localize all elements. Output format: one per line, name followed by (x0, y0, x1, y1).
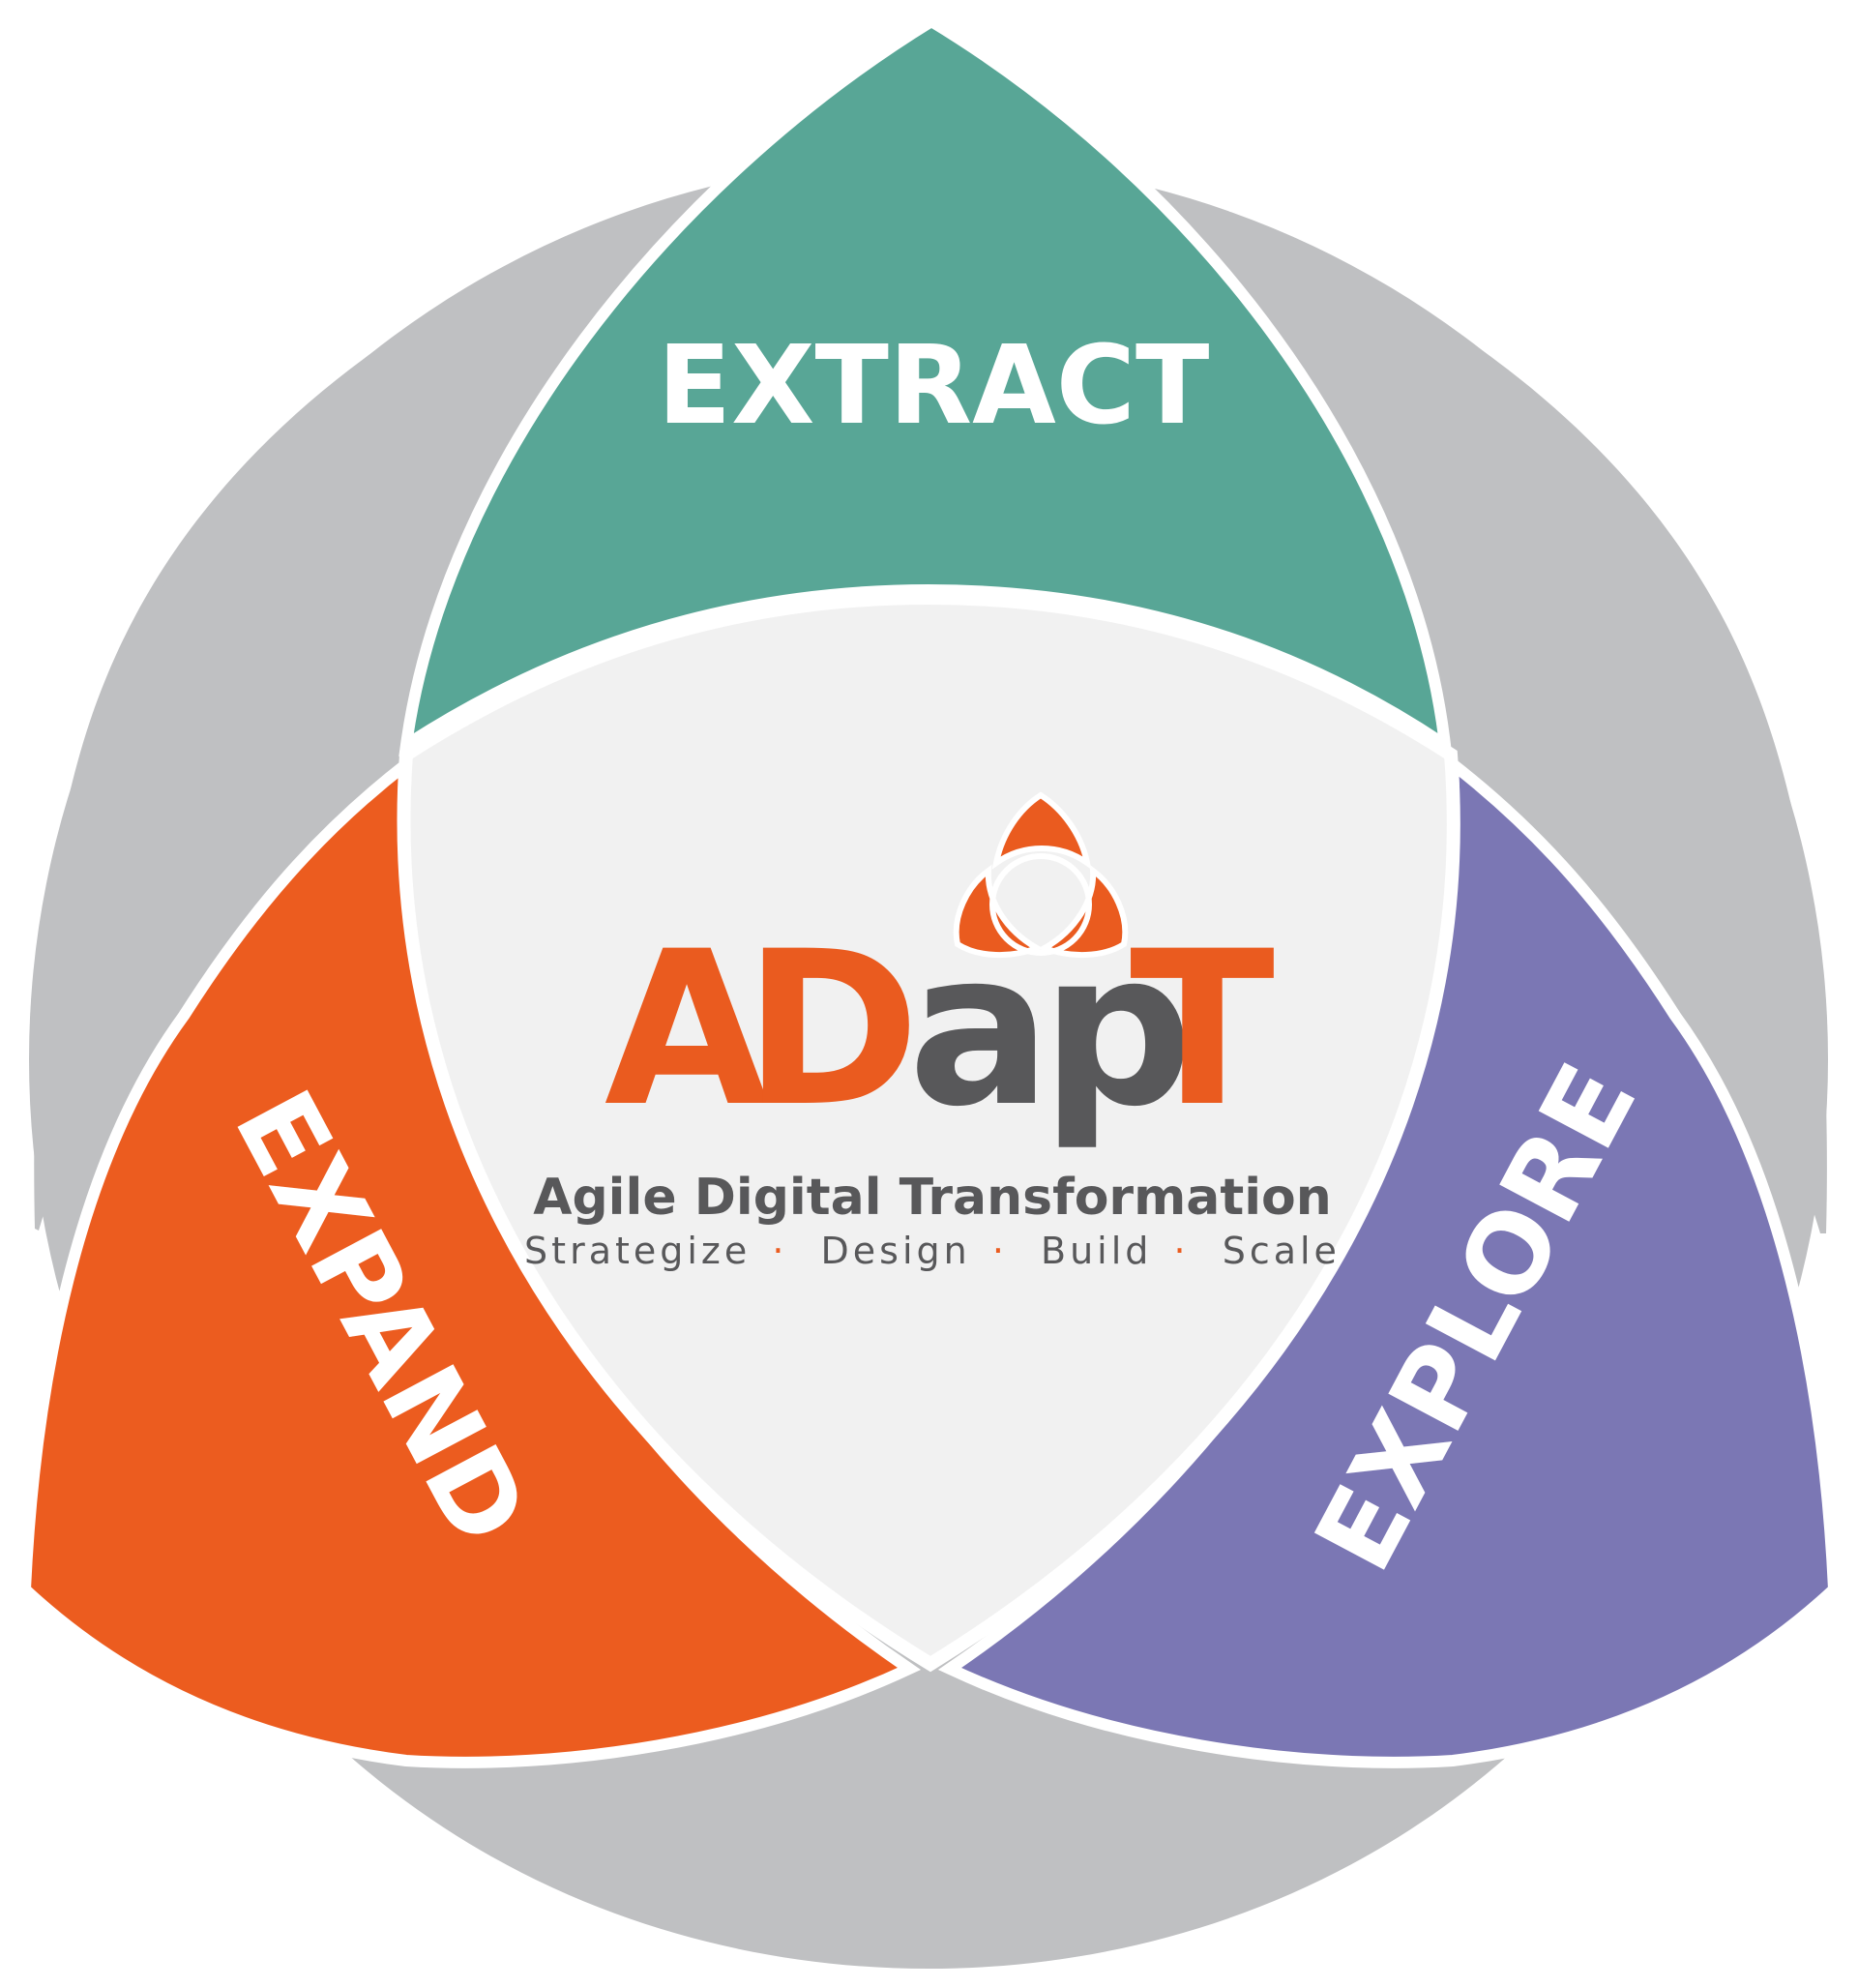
steps-line: Strategize · Design · Build · Scale (524, 1230, 1341, 1272)
step-design: Design (821, 1230, 971, 1272)
wordmark-letter-d-upper: D (744, 905, 921, 1153)
step-separator: · (992, 1230, 1008, 1272)
tagline: Agile Digital Transformation (533, 1169, 1332, 1227)
step-scale: Scale (1223, 1230, 1341, 1272)
step-separator: · (772, 1230, 787, 1272)
wordmark-letter-a-upper: A (605, 905, 769, 1153)
center-region (397, 590, 1460, 1673)
extract-label: EXTRACT (658, 323, 1210, 449)
step-strategize: Strategize (524, 1230, 751, 1272)
step-build: Build (1041, 1230, 1152, 1272)
petal-top (398, 14, 1453, 757)
trefoil-icon (953, 791, 1129, 958)
wordmark-letter-a-lower: a (908, 905, 1051, 1153)
step-separator: · (1174, 1230, 1190, 1272)
wordmark-letter-t-upper: T (1130, 905, 1275, 1153)
wordmark-letter-p-lower: p (1041, 905, 1193, 1153)
adapt-wordmark: A D a p T (605, 905, 1275, 1153)
